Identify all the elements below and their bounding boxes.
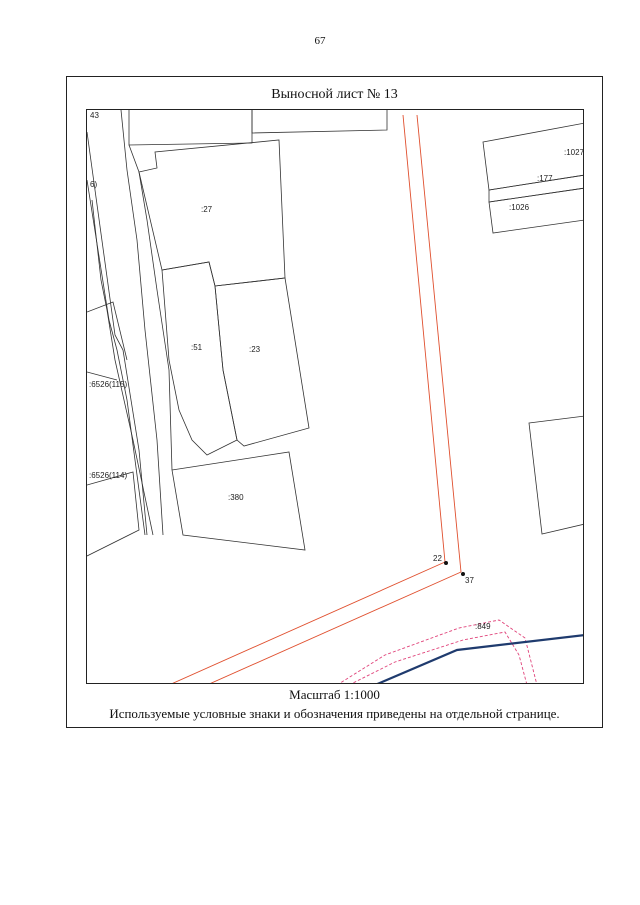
dashed-line-1: [339, 619, 537, 683]
cadastral-map: 43 6) :27 :51 :23 :380 :6526(115) :6526(…: [87, 110, 584, 683]
road-edge: [376, 634, 583, 683]
map-frame: 43 6) :27 :51 :23 :380 :6526(115) :6526(…: [86, 109, 584, 684]
point-37-marker: [461, 572, 465, 576]
zone-line-diagonal-b: [210, 571, 462, 683]
label-point-22: 22: [433, 554, 442, 563]
parcel-right: [528, 415, 583, 535]
parcel-51: [161, 261, 238, 456]
road-strip-3: [91, 199, 154, 536]
parcel-top-left: [128, 110, 253, 146]
parcel-top-mid: [251, 110, 388, 134]
label-177: :177: [537, 174, 553, 183]
label-380: :380: [228, 493, 244, 502]
zone-line-vertical-b: [416, 114, 462, 573]
parcel-1026: [488, 187, 583, 234]
scale-label: Масштаб 1:1000: [289, 687, 380, 702]
parcel-left-115: [87, 301, 128, 361]
road-strip-1: [87, 131, 148, 536]
dashed-lines: [339, 619, 537, 683]
road-strip-5: [128, 144, 173, 471]
parcel-left-114: [87, 471, 140, 557]
sheet-frame: [66, 76, 603, 728]
road-strip-4: [120, 110, 164, 536]
parcel-23: [214, 277, 310, 447]
sheet-title: Выносной лист № 13: [271, 87, 398, 102]
parcel-boundaries: [87, 110, 583, 557]
label-51: :51: [191, 343, 203, 352]
label-point-37: 37: [465, 576, 474, 585]
label-849: :849: [475, 622, 491, 631]
parcel-left-115b: [87, 371, 118, 381]
label-43: 43: [90, 111, 99, 120]
label-1027: :1027: [564, 148, 584, 157]
point-22-marker: [444, 561, 448, 565]
parcel-380: [171, 451, 306, 551]
label-6526-115: :6526(115): [89, 380, 127, 389]
dashed-line-2: [351, 631, 527, 683]
parcel-1027: [482, 122, 583, 191]
page-number: 67: [314, 35, 326, 47]
zone-lines: [172, 114, 462, 683]
label-27: :27: [201, 205, 213, 214]
road-strip-2: [87, 179, 146, 536]
zone-line-diagonal-a: [172, 561, 446, 683]
label-23: :23: [249, 345, 261, 354]
label-6: 6): [90, 180, 97, 189]
legend-note: Используемые условные знаки и обозначени…: [109, 706, 560, 721]
label-6526-114: :6526(114): [89, 471, 127, 480]
label-1026: :1026: [509, 203, 530, 212]
zone-line-vertical-a: [402, 114, 446, 563]
parcel-177: [488, 174, 583, 203]
